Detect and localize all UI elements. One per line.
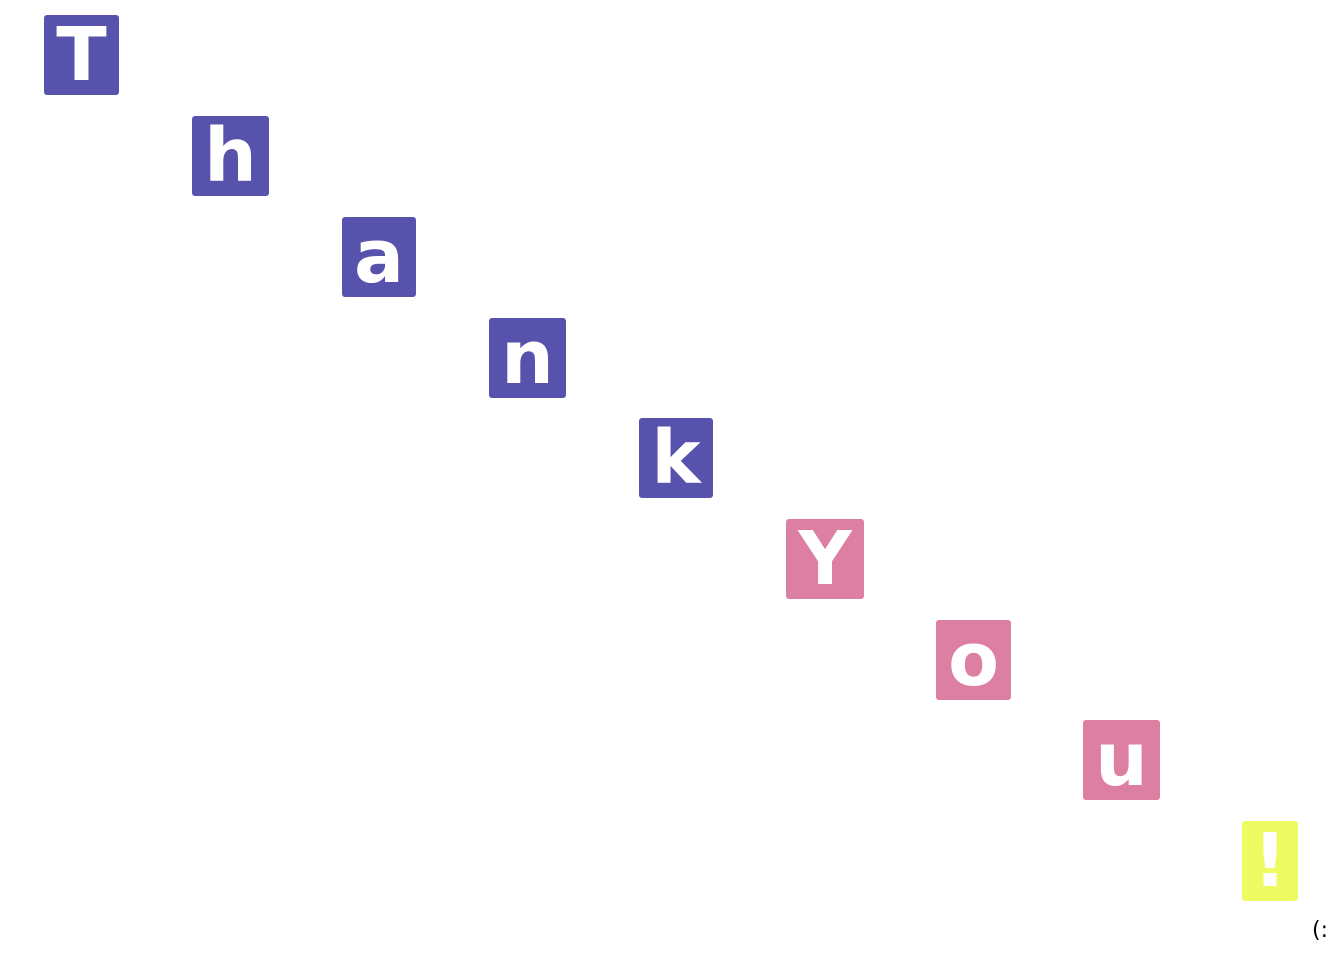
letter-tile-h: h [192,116,269,196]
letter-tile-T: T [44,15,119,95]
smiley-text: (: [1312,918,1328,943]
letter-a: a [354,214,404,300]
letter-exclamation: ! [1253,818,1287,904]
letter-tile-a: a [342,217,416,297]
letter-tile-u: u [1083,720,1160,800]
letter-tile-Y: Y [786,519,864,599]
letter-tile-o: o [936,620,1011,700]
letter-T: T [56,12,107,98]
letter-tile-n: n [489,318,566,398]
letter-u: u [1095,717,1148,803]
letter-h: h [204,113,257,199]
letter-tile-exclamation: ! [1242,821,1298,901]
letter-n: n [501,315,554,401]
letter-tile-k: k [639,418,713,498]
letter-o: o [948,617,999,703]
letter-k: k [651,415,701,501]
letter-Y: Y [798,516,852,602]
